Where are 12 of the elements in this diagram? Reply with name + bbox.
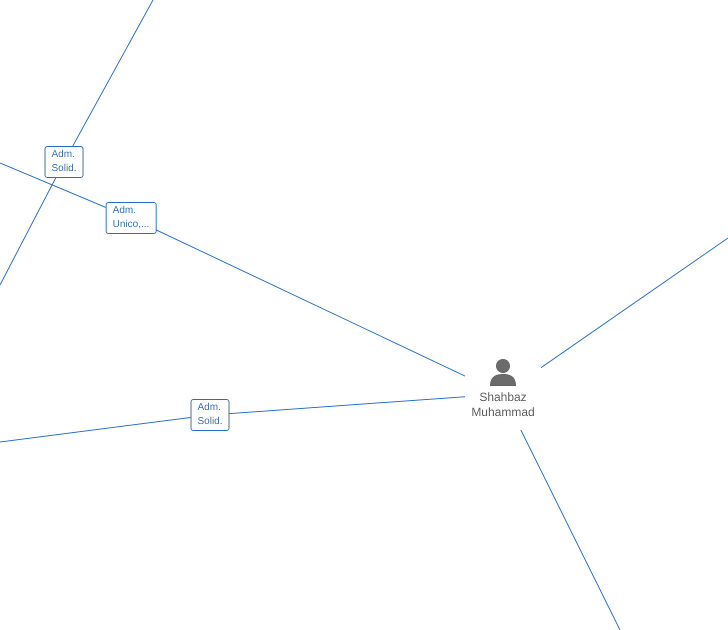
- connector-line: [0, 178, 56, 286]
- connector-line: [72, 0, 154, 146]
- role-label: Adm. Unico,...: [106, 202, 156, 234]
- role-label: Adm. Solid.: [44, 146, 84, 178]
- connector-line: [520, 430, 620, 630]
- role-label: Adm. Solid.: [190, 399, 230, 431]
- connector-line: [540, 238, 728, 368]
- connector-line: [0, 162, 106, 208]
- connector-line: [0, 417, 191, 442]
- connector-line: [229, 396, 466, 414]
- person-name: Shahbaz Muhammad: [470, 390, 536, 420]
- connector-line: [156, 230, 466, 377]
